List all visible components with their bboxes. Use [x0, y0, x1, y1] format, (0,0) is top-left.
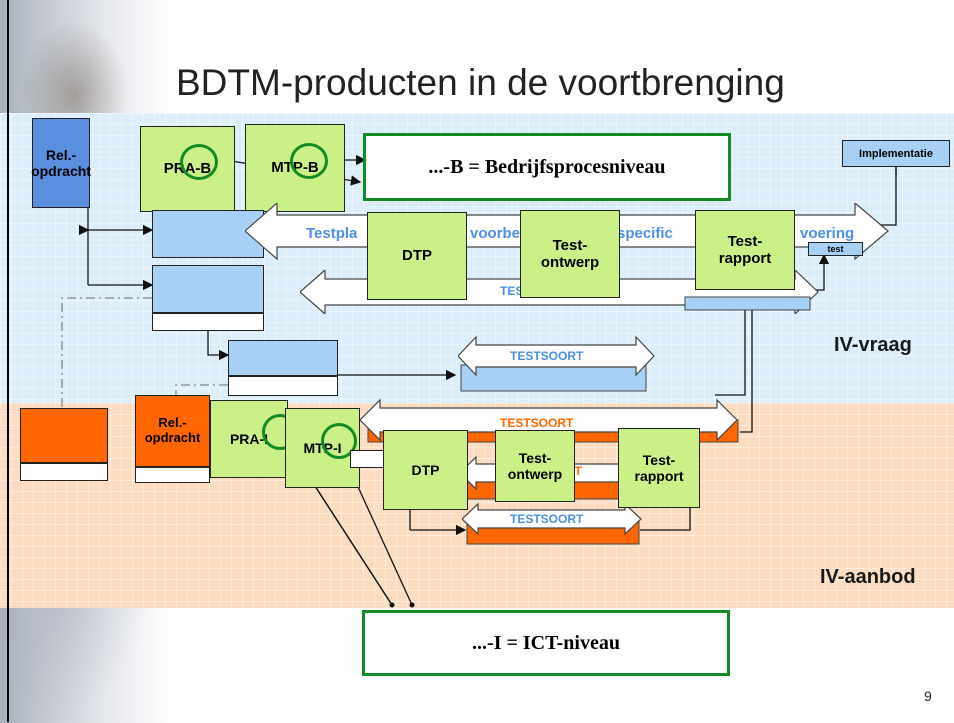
- arrow-text-testspecificatie: tspecific: [612, 225, 673, 242]
- rel-opdracht-i-box: Rel.- opdracht: [135, 395, 210, 467]
- pra-b-highlight-circle: [180, 144, 218, 180]
- rel-opdracht-b-box: Rel.- opdracht: [31, 118, 91, 208]
- page-number: 9: [924, 688, 932, 704]
- test-ontwerp-b-box: Test- ontwerp: [520, 210, 620, 298]
- dtp-i-box: DTP: [383, 430, 468, 510]
- iv-vraag-label: IV-vraag: [834, 334, 912, 356]
- testsoort-arrow-2: [458, 335, 655, 392]
- test-small-box: test: [808, 242, 863, 256]
- iv-aanbod-label: IV-aanbod: [820, 566, 916, 588]
- dtp-b-box: DTP: [367, 212, 467, 300]
- callout-bedrijfsprocesniveau: ...-B = Bedrijfsprocesniveau: [363, 133, 731, 201]
- testsoort-label-3: TESTSOORT: [500, 416, 574, 430]
- testsoort-arrow-5: [462, 502, 642, 545]
- blue-block-3: [228, 340, 338, 376]
- slide-frame: [7, 0, 954, 722]
- arrow-text-voorbereiding: voorbe: [470, 225, 521, 242]
- mtp-b-highlight-circle: [290, 143, 328, 179]
- blue-block-2: [152, 265, 264, 313]
- test-rapport-i-box: Test- rapport: [618, 428, 700, 508]
- callout-ict-niveau: ...-I = ICT-niveau: [362, 610, 730, 676]
- blue-block-1: [152, 210, 264, 258]
- arrow-text-uitvoering: voering: [800, 225, 855, 242]
- blue-block-3-footer: [228, 376, 338, 396]
- mtp-i-highlight-circle: [321, 423, 357, 459]
- blue-block-2-footer: [152, 313, 264, 331]
- test-rapport-b-box: Test- rapport: [695, 210, 795, 290]
- arrow-text-testplan: Testpla: [306, 225, 358, 242]
- implementatie-box: Implementatie: [842, 140, 950, 167]
- orange-block-left-footer: [20, 463, 108, 481]
- slide-title: BDTM-producten in de voortbrenging: [176, 62, 785, 103]
- testsoort-label-5: TESTSOORT: [510, 512, 584, 526]
- rel-opdracht-i-footer: [135, 467, 210, 483]
- test-ontwerp-i-box: Test- ontwerp: [495, 430, 575, 502]
- orange-block-left: [20, 408, 108, 463]
- testsoort-label-2: TESTSOORT: [510, 349, 584, 363]
